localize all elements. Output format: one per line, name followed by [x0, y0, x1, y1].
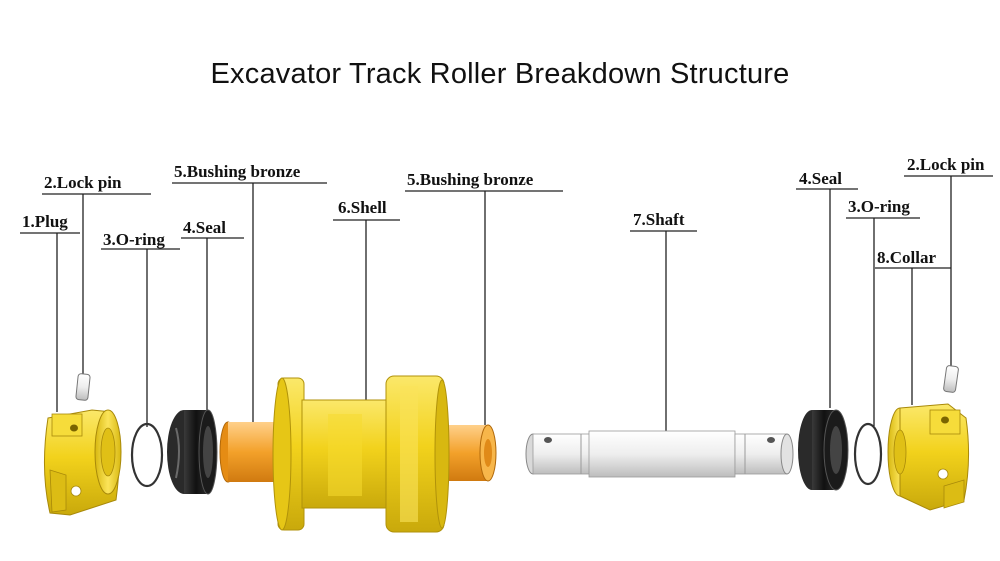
leader-lines	[20, 175, 993, 440]
lock-pin-right-part	[943, 365, 959, 393]
oring-right-part	[853, 422, 883, 486]
label-seal-left: 4.Seal	[183, 218, 226, 237]
shell-part	[219, 375, 497, 533]
collar-part	[887, 403, 970, 511]
label-lock-pin-left: 2.Lock pin	[44, 173, 122, 192]
label-oring-right: 3.O-ring	[848, 197, 910, 216]
label-shaft: 7.Shaft	[633, 210, 685, 229]
label-shell: 6.Shell	[338, 198, 387, 217]
label-seal-right: 4.Seal	[799, 169, 842, 188]
label-bushing-right: 5.Bushing bronze	[407, 170, 534, 189]
lock-pin-left-part	[75, 373, 91, 401]
label-oring-left: 3.O-ring	[103, 230, 165, 249]
seal-left-part	[167, 409, 218, 495]
plug-part	[43, 409, 122, 516]
oring-left-part	[130, 422, 164, 488]
label-bushing-left: 5.Bushing bronze	[174, 162, 301, 181]
label-lock-pin-right: 2.Lock pin	[907, 155, 985, 174]
label-collar: 8.Collar	[877, 248, 937, 267]
seal-right-part	[798, 409, 849, 491]
shaft-part	[525, 430, 794, 478]
label-plug: 1.Plug	[22, 212, 68, 231]
diagram-title: Excavator Track Roller Breakdown Structu…	[210, 58, 790, 90]
